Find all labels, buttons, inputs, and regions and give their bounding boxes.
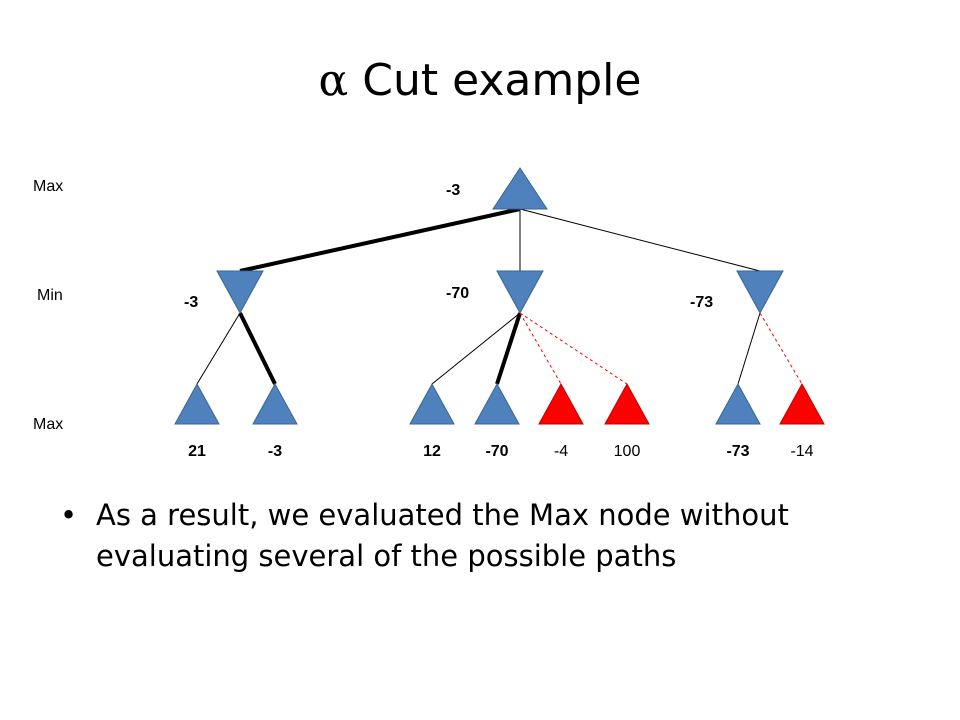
- edge-root-to-min-3: [519, 208, 761, 272]
- root-max-node: [492, 167, 548, 210]
- tree-labels: Max Min Max -3 -3 -70 -73 21 -3 12 -70 -4 100 -73…: [33, 178, 814, 460]
- min-node-2: [496, 270, 544, 315]
- leaf-node-4: [474, 382, 520, 425]
- edge-min-to-leaf-5: [519, 312, 562, 385]
- bullet-text: As a result, we evaluated the Max node w…: [96, 498, 789, 573]
- edge-min-to-leaf-8: [759, 312, 803, 385]
- level-label-min: Min: [37, 287, 63, 304]
- level-label-max-bottom: Max: [33, 416, 63, 433]
- alpha-symbol: α: [318, 55, 349, 106]
- edge-min-to-leaf-4: [495, 312, 522, 385]
- title-text: Cut example: [362, 55, 642, 106]
- edge-root-to-min-1: [239, 207, 521, 273]
- slide-title: α Cut example: [0, 55, 960, 106]
- edge-min-to-leaf-6: [519, 312, 628, 385]
- min-node-3: [736, 270, 784, 315]
- leaf-node-1: [174, 382, 220, 425]
- leaf-value-2: -3: [268, 443, 282, 460]
- edge-min-to-leaf-2: [238, 312, 277, 385]
- edge-min-to-leaf-7: [737, 312, 761, 385]
- leaf-node-6: [604, 382, 650, 425]
- root-value: -3: [446, 182, 460, 199]
- min-node-value-3: -73: [690, 294, 713, 311]
- leaf-value-4: -70: [485, 443, 508, 460]
- min-node-value-2: -70: [446, 285, 469, 302]
- level-label-max-top: Max: [33, 178, 63, 195]
- bullet-dot: •: [60, 498, 78, 532]
- min-node-1: [216, 270, 264, 315]
- leaf-value-3: 12: [423, 443, 441, 460]
- leaf-value-5: -4: [554, 443, 568, 460]
- leaf-value-6: 100: [614, 443, 641, 460]
- leaf-node-8: [779, 382, 825, 425]
- leaf-node-5: [538, 382, 584, 425]
- edge-min-to-leaf-3: [431, 312, 521, 385]
- leaf-value-8: -14: [790, 443, 813, 460]
- bullet-list: • As a result, we evaluated the Max node…: [60, 495, 900, 577]
- tree-edges: [196, 207, 803, 385]
- leaf-value-1: 21: [188, 443, 206, 460]
- min-node-value-1: -3: [184, 294, 198, 311]
- tree-nodes: [174, 167, 825, 425]
- leaf-node-2: [252, 382, 298, 425]
- leaf-value-7: -73: [726, 443, 749, 460]
- leaf-node-7: [715, 382, 761, 425]
- edge-min-to-leaf-1: [196, 312, 241, 385]
- leaf-node-3: [409, 382, 455, 425]
